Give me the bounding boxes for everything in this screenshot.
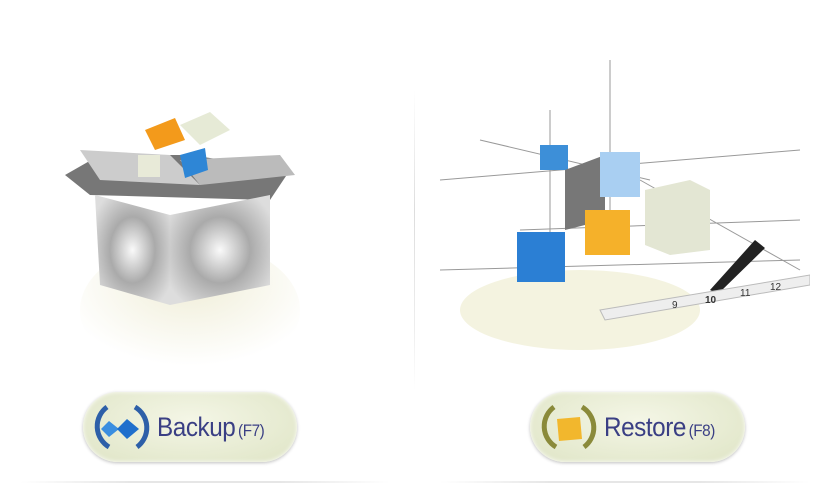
backup-shortcut: (F7) bbox=[238, 420, 265, 440]
ruler-label: 9 bbox=[672, 300, 678, 311]
backup-baseline bbox=[20, 481, 390, 483]
backup-box-illustration bbox=[65, 112, 300, 380]
ruler-label: 11 bbox=[740, 288, 751, 299]
backup-sync-icon bbox=[94, 404, 150, 450]
restore-sync-icon bbox=[541, 404, 597, 450]
restore-cubes-illustration: 9 10 11 12 bbox=[439, 60, 810, 350]
backup-label: Backup bbox=[157, 411, 236, 442]
restore-label: Restore bbox=[604, 411, 686, 442]
restore-baseline bbox=[440, 481, 810, 483]
section-divider bbox=[414, 90, 415, 390]
ruler-label: 12 bbox=[770, 282, 782, 293]
restore-shortcut: (F8) bbox=[688, 420, 716, 440]
ruler-label: 10 bbox=[705, 295, 717, 306]
restore-button[interactable]: Restore(F8) bbox=[530, 392, 745, 462]
backup-button[interactable]: Backup(F7) bbox=[83, 392, 297, 462]
